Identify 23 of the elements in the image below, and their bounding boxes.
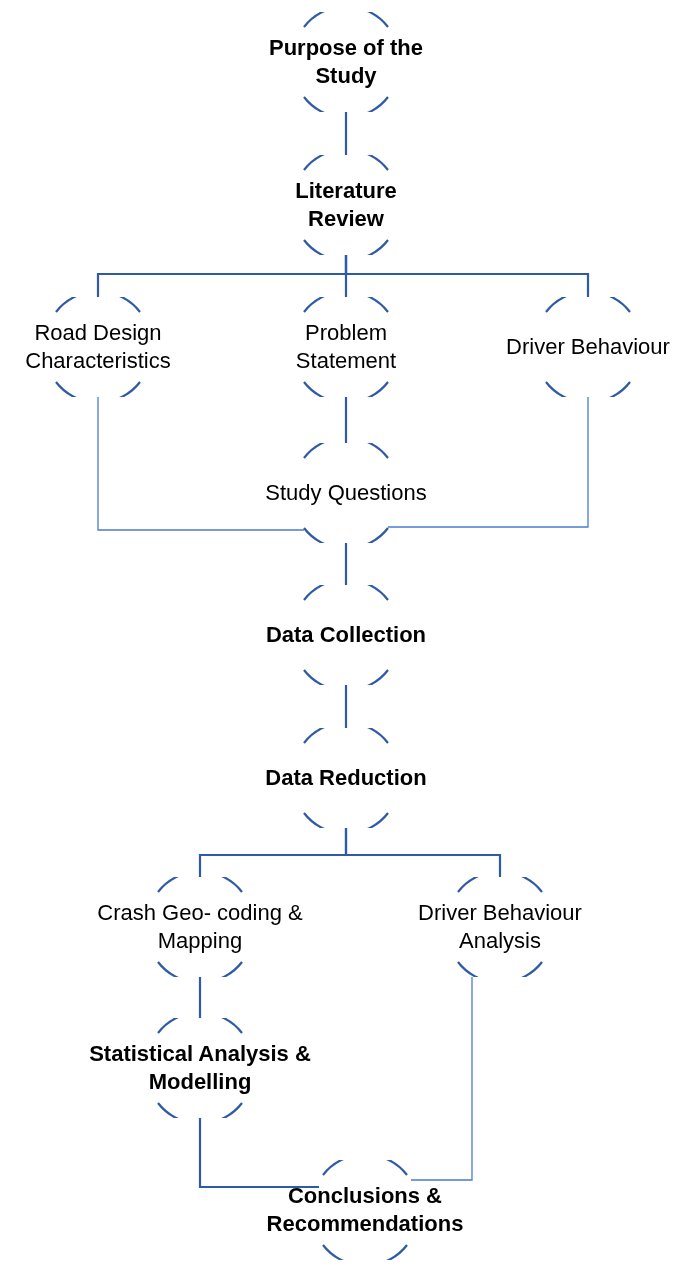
node-label: Study Questions <box>265 479 427 507</box>
connector-line <box>344 828 502 877</box>
node-label: Statistical Analysis & Modelling <box>88 1040 312 1096</box>
connector-line <box>97 396 305 531</box>
connector-line <box>344 255 590 297</box>
connector-line <box>344 685 348 728</box>
node-label: Literature Review <box>294 177 398 233</box>
connector-line <box>344 397 348 443</box>
node-label: Conclusions & Recommendations <box>265 1182 465 1238</box>
connector-line <box>344 543 348 585</box>
connector-line <box>387 396 589 528</box>
node-label: Data Reduction <box>265 764 427 792</box>
node-label: Road Design Characteristics <box>24 319 172 375</box>
connector-line <box>198 977 202 1018</box>
connector-line <box>198 1118 319 1189</box>
node-label: Data Collection <box>265 621 427 649</box>
node-label: Driver Behaviour <box>506 333 670 361</box>
node-label: Driver Behaviour Analysis <box>417 899 583 955</box>
connector-line <box>344 112 348 155</box>
connector-line <box>410 976 473 1181</box>
node-label: Problem Statement <box>294 319 398 375</box>
node-label: Crash Geo- coding & Mapping <box>96 899 304 955</box>
node-label: Purpose of the Study <box>268 34 424 90</box>
